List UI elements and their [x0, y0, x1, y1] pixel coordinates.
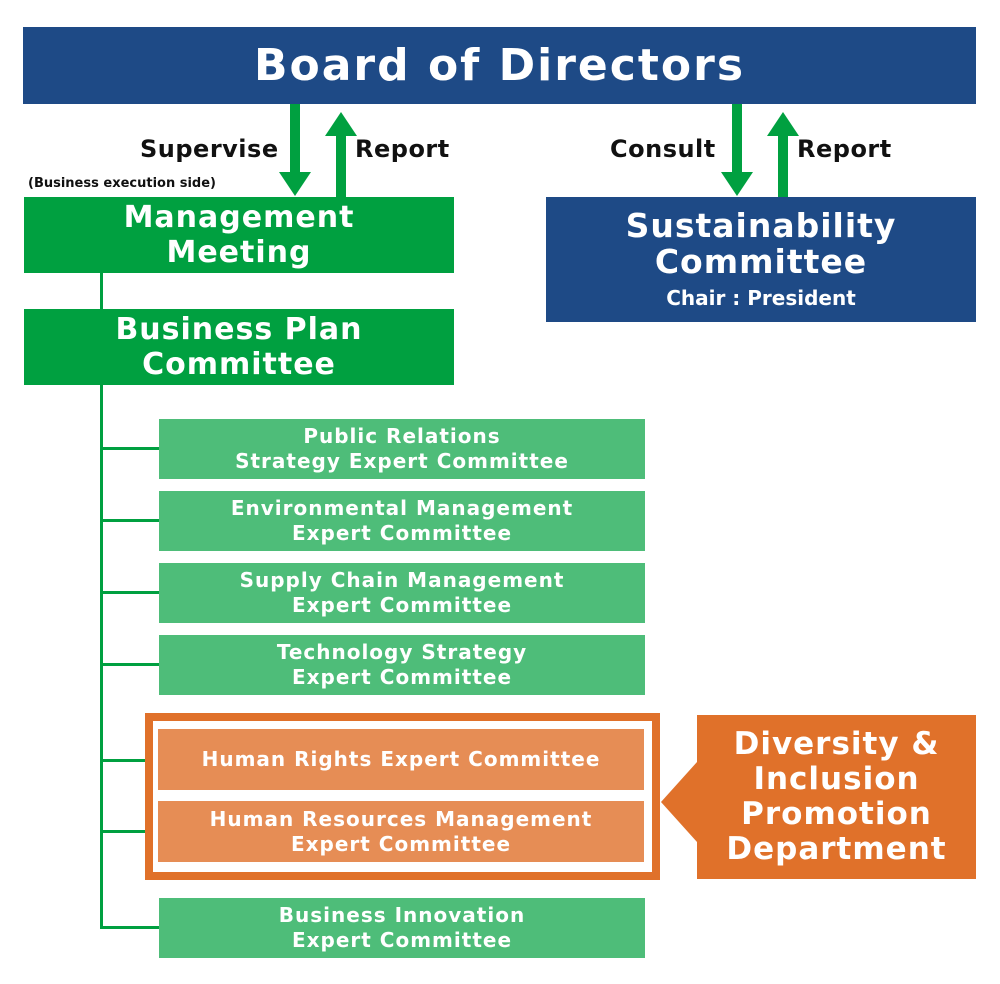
- management-meeting-box: Management Meeting: [24, 197, 454, 273]
- connector-management-to-plan: [100, 273, 103, 310]
- sustainability-committee-box: Sustainability Committee Chair : Preside…: [546, 197, 976, 322]
- report-label-left: Report: [355, 135, 450, 163]
- sustainability-chair: Chair : President: [666, 285, 856, 310]
- board-of-directors-box: Board of Directors: [23, 27, 976, 104]
- expert-committee-box: Supply Chain Management Expert Committee: [159, 563, 645, 623]
- management-line2: Meeting: [166, 235, 312, 270]
- consult-label: Consult: [610, 135, 716, 163]
- expert-committee-box: Public Relations Strategy Expert Committ…: [159, 419, 645, 479]
- connector-branch-5: [100, 759, 150, 762]
- supervise-label: Supervise: [140, 135, 279, 163]
- expert-committee-box: Business Innovation Expert Committee: [159, 898, 645, 958]
- expert-committee-line2: Expert Committee: [291, 665, 513, 689]
- expert-committee-line1: Human Rights Expert Committee: [201, 747, 601, 771]
- report-label-right: Report: [797, 135, 892, 163]
- expert-committee-line2: Expert Committee: [290, 831, 512, 856]
- expert-committee-line1: Technology Strategy: [276, 640, 528, 664]
- expert-committee-box: Human Resources Management Expert Commit…: [158, 801, 644, 862]
- expert-committee-line2: Expert Committee: [291, 928, 513, 952]
- connector-branch-3: [100, 591, 160, 594]
- diversity-line3: Promotion: [741, 796, 932, 832]
- expert-committee-line1: Supply Chain Management: [239, 568, 565, 592]
- diversity-inclusion-department-box: Diversity & Inclusion Promotion Departme…: [697, 715, 976, 879]
- diversity-line1: Diversity &: [733, 726, 940, 762]
- diversity-line4: Department: [726, 831, 947, 867]
- business-plan-line1: Business Plan: [115, 312, 363, 347]
- expert-committee-line1: Public Relations: [303, 424, 501, 448]
- connector-branch-4: [100, 663, 160, 666]
- sustainability-line2: Committee: [654, 241, 868, 281]
- connector-branch-1: [100, 447, 160, 450]
- diversity-line2: Inclusion: [753, 761, 920, 797]
- expert-committee-line2: Expert Committee: [291, 593, 513, 617]
- connector-branch-2: [100, 519, 160, 522]
- connector-branch-7: [100, 926, 160, 929]
- expert-committee-line1: Environmental Management: [230, 496, 574, 520]
- supervise-arrow: [279, 104, 311, 196]
- business-plan-line2: Committee: [142, 347, 336, 382]
- business-execution-note: (Business execution side): [28, 176, 216, 191]
- expert-committee-line1: Human Resources Management: [209, 806, 593, 831]
- expert-committee-line1: Business Innovation: [278, 903, 526, 927]
- sustainability-line1: Sustainability: [625, 205, 897, 245]
- report-arrow-left: [325, 112, 357, 197]
- consult-arrow: [721, 104, 753, 196]
- report-arrow-right: [767, 112, 799, 197]
- connector-branch-6: [100, 830, 150, 833]
- business-plan-committee-box: Business Plan Committee: [24, 309, 454, 385]
- diversity-pointer: [661, 762, 697, 842]
- expert-committee-box: Environmental Management Expert Committe…: [159, 491, 645, 551]
- connector-trunk: [100, 385, 103, 929]
- expert-committee-box: Technology Strategy Expert Committee: [159, 635, 645, 695]
- expert-committee-line2: Strategy Expert Committee: [235, 449, 569, 473]
- board-title: Board of Directors: [253, 40, 746, 91]
- expert-committee-box: Human Rights Expert Committee: [158, 729, 644, 790]
- management-line1: Management: [123, 200, 355, 235]
- expert-committee-line2: Expert Committee: [291, 521, 513, 545]
